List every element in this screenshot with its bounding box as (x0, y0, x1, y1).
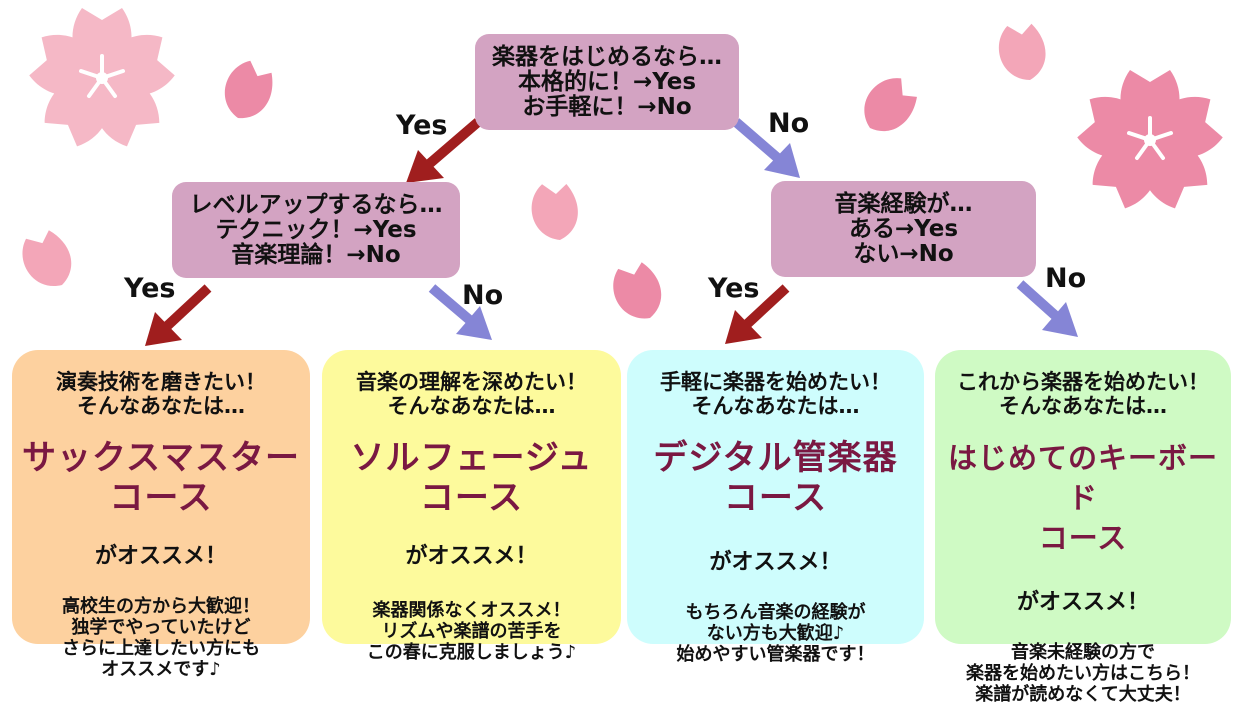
no-arrow-right (1016, 280, 1078, 337)
course-description: もちろん音楽の経験が ない方も大歓迎♪ 始めやすい管楽器です！ (627, 602, 924, 665)
question-line: 音楽理論！→No (231, 241, 401, 268)
desc-line: もちろん音楽の経験が (685, 602, 866, 623)
desc-line: 楽譜が読めなくて大丈夫！ (975, 684, 1191, 705)
desc-line: さらに上達したい方にも (62, 638, 260, 659)
sakura-flower-icon (1074, 70, 1226, 214)
label-right-yes: Yes (708, 273, 760, 304)
question-line: 楽器をはじめるなら… (492, 43, 722, 70)
no-arrow-left (428, 284, 492, 340)
intro-line: 手軽に楽器を始めたい！ (660, 370, 891, 394)
desc-line: リズムや楽譜の苦手を (381, 621, 562, 642)
card-intro: 音楽の理解を深めたい！ そんなあなたは… (322, 370, 621, 418)
course-card-digital-wind: 手軽に楽器を始めたい！ そんなあなたは… デジタル管楽器 コース がオススメ！ … (627, 350, 924, 665)
course-name-line: ソルフェージュ (350, 438, 593, 478)
intro-line: そんなあなたは… (77, 394, 245, 418)
course-card-keyboard: これから楽器を始めたい！ そんなあなたは… はじめてのキーボード コース がオス… (935, 350, 1231, 705)
question-left: レベルアップするなら… テクニック！→Yes 音楽理論！→No (172, 182, 460, 278)
question-line: 音楽経験が… (834, 190, 973, 217)
recommend-text: がオススメ！ (94, 544, 227, 569)
question-line: テクニック！→Yes (215, 216, 417, 243)
desc-line: 楽器関係なくオススメ！ (372, 600, 571, 621)
intro-line: そんなあなたは… (387, 394, 556, 418)
desc-line: この春に克服しましょう♪ (366, 642, 577, 663)
course-description: 音楽未経験の方で 楽器を始めたい方はこちら！ 楽譜が読めなくて大丈夫！ (935, 642, 1231, 705)
label-left-yes: Yes (124, 273, 176, 304)
course-name-line: デジタル管楽器 (653, 438, 898, 478)
recommend-text: がオススメ！ (405, 544, 538, 569)
intro-line: 演奏技術を磨きたい！ (56, 370, 266, 394)
question-top: 楽器をはじめるなら… 本格的に！→Yes お手軽に！→No (475, 34, 739, 130)
desc-line: オススメです♪ (101, 659, 221, 680)
course-card-solfege: 音楽の理解を深めたい！ そんなあなたは… ソルフェージュ コース がオススメ！ … (322, 350, 621, 663)
intro-line: これから楽器を始めたい！ (957, 370, 1209, 394)
recommend-text: がオススメ！ (709, 550, 842, 575)
course-name-line: コース (723, 478, 828, 518)
question-right: 音楽経験が… ある→Yes ない→No (771, 181, 1036, 277)
course-name-line: コース (419, 478, 524, 518)
desc-line: 楽器を始めたい方はこちら！ (966, 663, 1200, 684)
course-card-sax: 演奏技術を磨きたい！ そんなあなたは… サックスマスター コース がオススメ！ … (12, 350, 310, 680)
label-top-yes: Yes (396, 110, 448, 141)
desc-line: 始めやすい管楽器です！ (676, 644, 875, 665)
yes-arrow-right (725, 284, 790, 344)
course-description: 楽器関係なくオススメ！ リズムや楽譜の苦手を この春に克服しましょう♪ (322, 600, 621, 663)
course-name-line: はじめてのキーボード (947, 441, 1218, 515)
desc-line: 音楽未経験の方で (1011, 642, 1155, 663)
question-line: お手軽に！→No (522, 93, 692, 120)
intro-line: 音楽の理解を深めたい！ (356, 370, 587, 394)
intro-line: そんなあなたは… (691, 394, 860, 418)
sakura-decorations (13, 8, 1226, 328)
course-name: デジタル管楽器 コース (627, 438, 924, 518)
yes-arrow-top (406, 118, 482, 183)
label-right-no: No (1045, 263, 1087, 294)
course-name: サックスマスター コース (12, 438, 310, 518)
question-line: 本格的に！→Yes (517, 68, 697, 95)
card-intro: 手軽に楽器を始めたい！ そんなあなたは… (627, 370, 924, 418)
desc-line: 独学でやっていたけど (71, 617, 251, 638)
sakura-flower-icon (26, 8, 178, 152)
question-line: ない→No (853, 240, 954, 267)
card-intro: 演奏技術を磨きたい！ そんなあなたは… (12, 370, 310, 418)
intro-line: そんなあなたは… (999, 394, 1167, 418)
label-top-no: No (768, 108, 810, 139)
flow-arrows (145, 118, 1078, 346)
card-intro: これから楽器を始めたい！ そんなあなたは… (935, 370, 1231, 418)
question-line: ある→Yes (848, 215, 959, 242)
course-name-line: サックスマスター (22, 438, 300, 478)
question-line: レベルアップするなら… (189, 191, 443, 218)
course-description: 高校生の方から大歓迎！ 独学でやっていたけど さらに上達したい方にも オススメで… (12, 596, 310, 680)
desc-line: ない方も大歓迎♪ (706, 623, 845, 644)
desc-line: 高校生の方から大歓迎！ (62, 596, 260, 617)
yes-arrow-left (145, 284, 212, 346)
course-name-line: コース (109, 478, 213, 518)
course-name: ソルフェージュ コース (322, 438, 621, 518)
recommend-text: がオススメ！ (1016, 590, 1149, 615)
label-left-no: No (462, 280, 504, 311)
no-arrow-top (732, 118, 800, 178)
course-name: はじめてのキーボード コース (935, 438, 1231, 558)
course-name-line: コース (1038, 521, 1128, 555)
